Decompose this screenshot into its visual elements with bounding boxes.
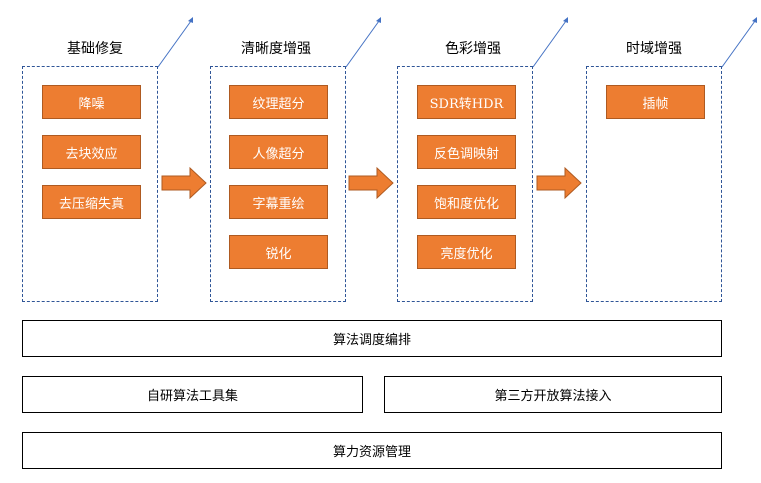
- flow-arrow-2: [348, 166, 394, 200]
- stage-title-basic-repair: 基础修复: [67, 41, 123, 57]
- item-compression-artifact-removal: 去压缩失真: [42, 185, 141, 219]
- flow-arrow-3: [536, 166, 582, 200]
- scheduling-layer: 算法调度编排: [22, 320, 722, 357]
- item-sharpen: 锐化: [229, 235, 328, 269]
- item-sdr-to-hdr: SDR转HDR: [417, 85, 516, 119]
- item-subtitle-redraw: 字幕重绘: [229, 185, 328, 219]
- in-house-toolset-layer: 自研算法工具集: [22, 376, 363, 413]
- item-saturation-optimize: 饱和度优化: [417, 185, 516, 219]
- pointer-line-color: [532, 17, 568, 68]
- pointer-line-temporal: [721, 17, 757, 68]
- stage-group-basic-repair: [22, 66, 158, 302]
- item-texture-super-resolution: 纹理超分: [229, 85, 328, 119]
- item-brightness-optimize: 亮度优化: [417, 235, 516, 269]
- stage-title-color: 色彩增强: [445, 41, 501, 57]
- pointer-line-sharpness: [345, 17, 381, 68]
- item-frame-interpolation: 插帧: [606, 85, 705, 119]
- stage-title-sharpness: 清晰度增强: [241, 41, 311, 57]
- stage-title-temporal: 时域增强: [626, 41, 682, 57]
- third-party-access-layer: 第三方开放算法接入: [384, 376, 722, 413]
- flow-arrow-1: [161, 166, 207, 200]
- item-portrait-super-resolution: 人像超分: [229, 135, 328, 169]
- item-inverse-tone-mapping: 反色调映射: [417, 135, 516, 169]
- pointer-line-basic-repair: [157, 17, 193, 68]
- item-deblocking: 去块效应: [42, 135, 141, 169]
- compute-resource-layer: 算力资源管理: [22, 432, 722, 469]
- stage-group-color: [397, 66, 533, 302]
- item-denoise: 降噪: [42, 85, 141, 119]
- stage-group-temporal: [586, 66, 722, 302]
- stage-group-sharpness: [210, 66, 346, 302]
